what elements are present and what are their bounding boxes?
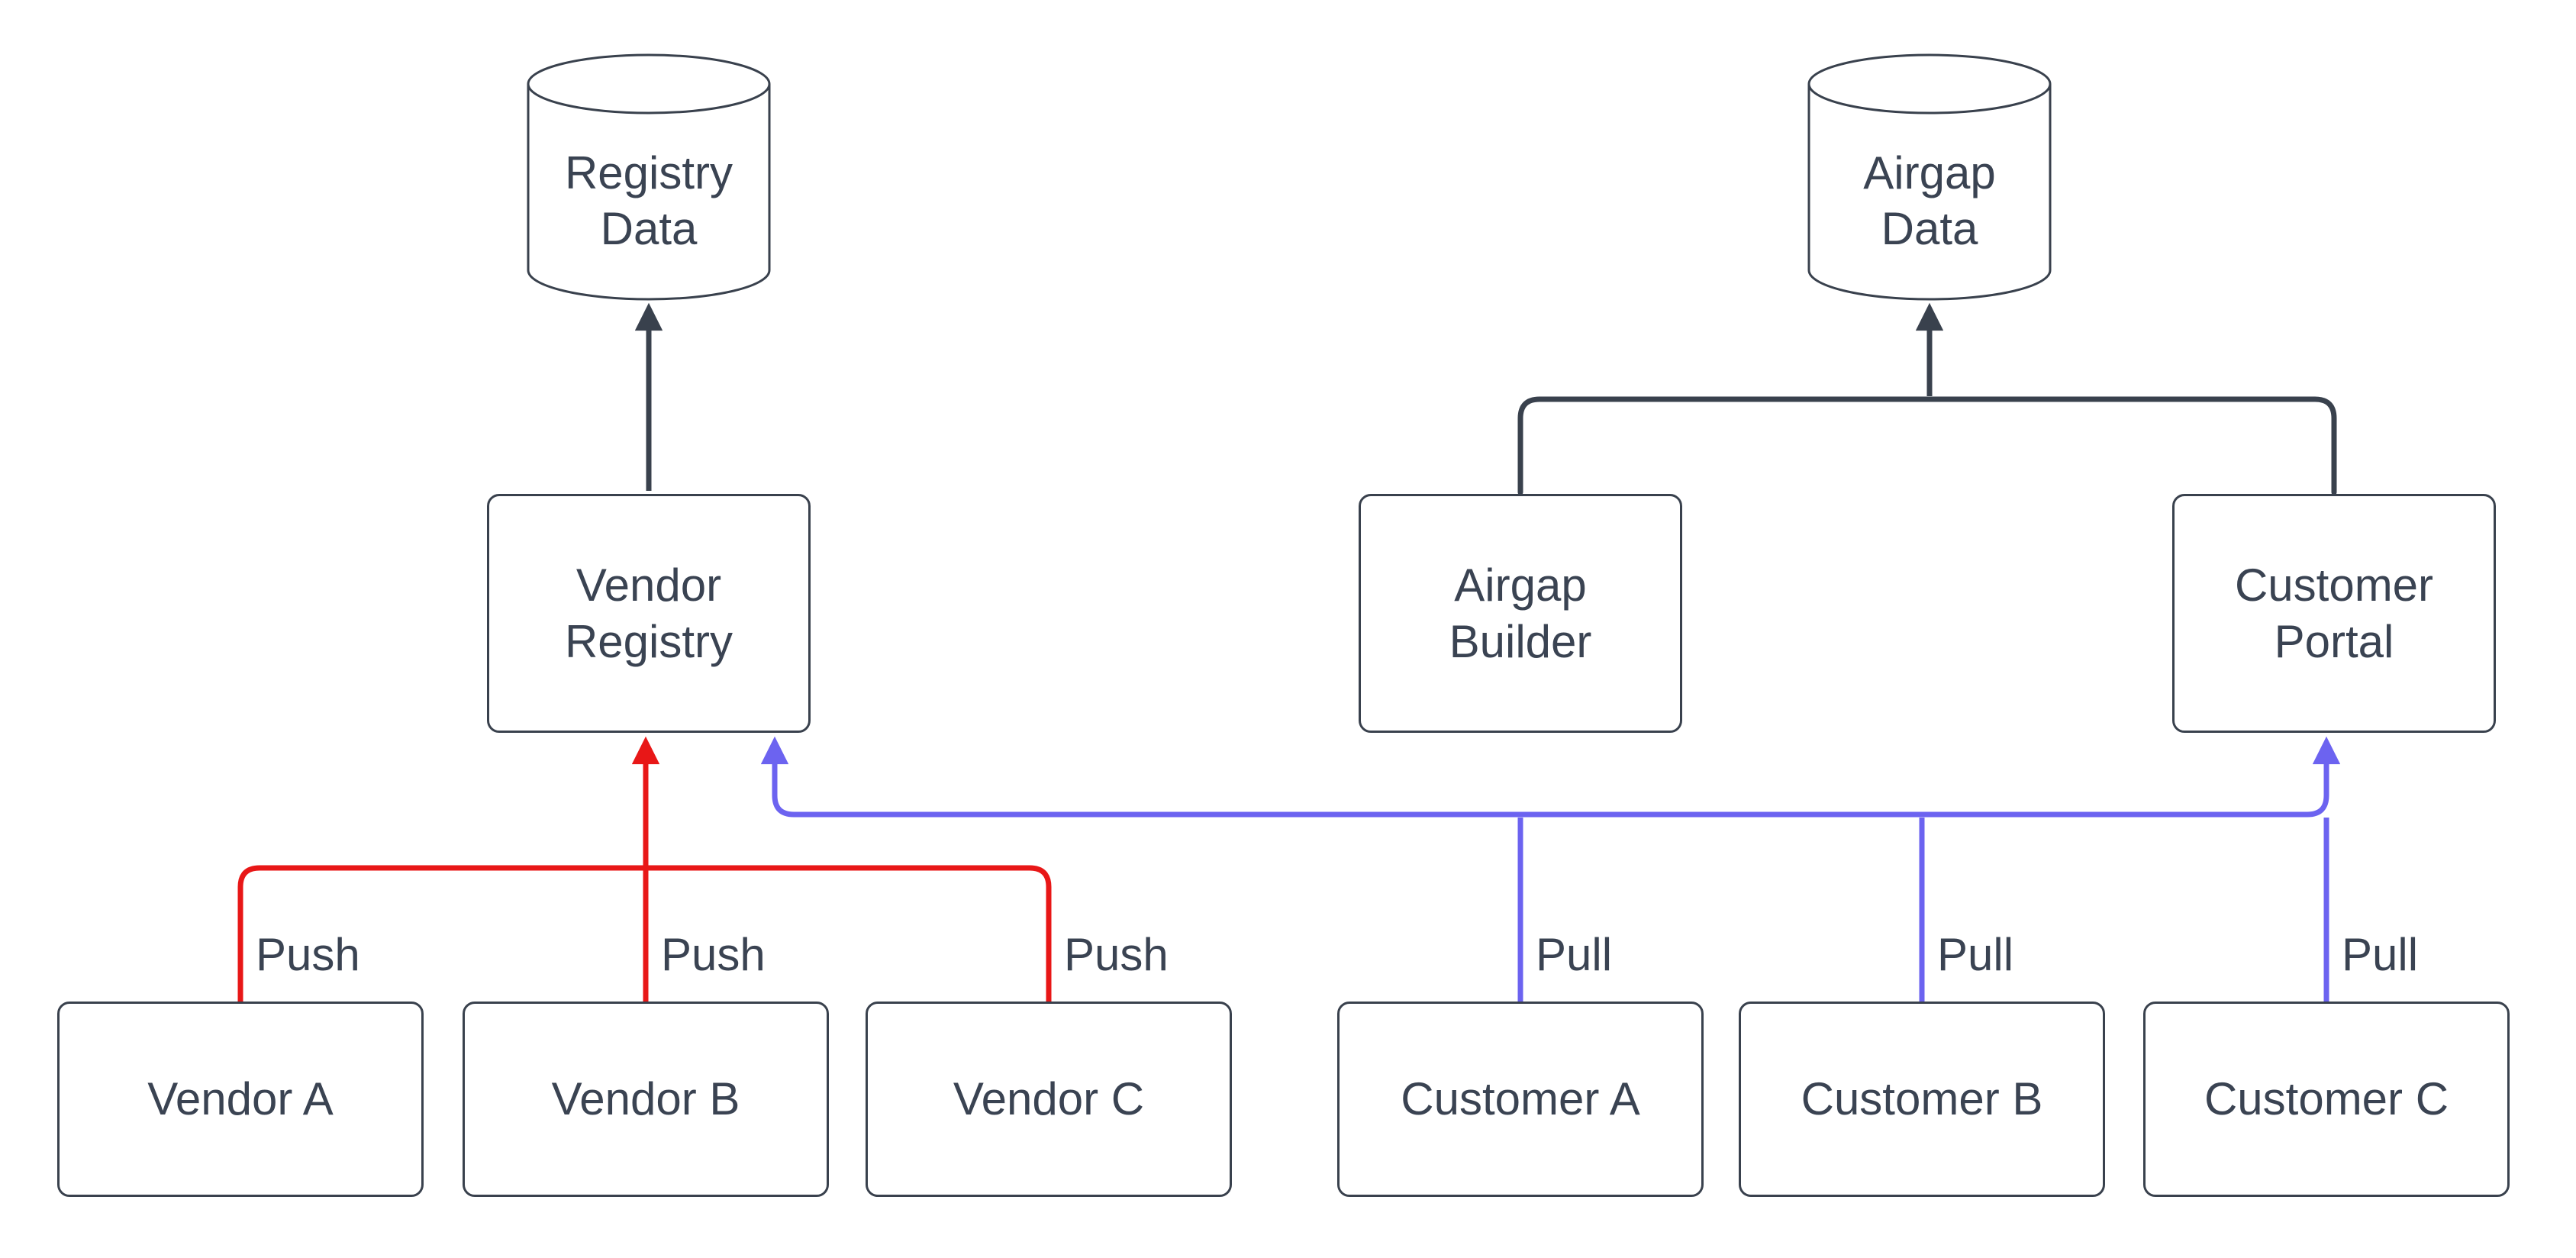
edge-label-push-b: Push — [661, 928, 766, 980]
node-customer-portal: Customer Portal — [2172, 494, 2496, 733]
datastore-registry-data: Registry Data — [564, 147, 733, 254]
node-vendor-c: Vendor C — [866, 1002, 1232, 1197]
edge-label-push-a: Push — [256, 928, 360, 980]
node-vendor-b: Vendor B — [463, 1002, 829, 1197]
node-customer-c: Customer C — [2143, 1002, 2510, 1197]
node-vendor-a: Vendor A — [57, 1002, 424, 1197]
registry-data-cylinder-shape — [527, 53, 771, 301]
node-customer-b: Customer B — [1739, 1002, 2105, 1197]
datastore-airgap-data: Airgap Data — [1863, 147, 1996, 254]
edge-label-pull-a: Pull — [1536, 928, 1613, 980]
edge-label-pull-c: Pull — [2342, 928, 2419, 980]
node-airgap-builder: Airgap Builder — [1359, 494, 1682, 733]
edge-builder-portal-bus — [1517, 396, 2337, 495]
edge-label-pull-b: Pull — [1937, 928, 2014, 980]
edge-pull-bus — [760, 736, 2341, 818]
node-vendor-registry: Vendor Registry — [487, 494, 811, 733]
edge-label-push-c: Push — [1064, 928, 1169, 980]
node-customer-a: Customer A — [1337, 1002, 1704, 1197]
airgap-data-cylinder-shape — [1807, 53, 2052, 301]
